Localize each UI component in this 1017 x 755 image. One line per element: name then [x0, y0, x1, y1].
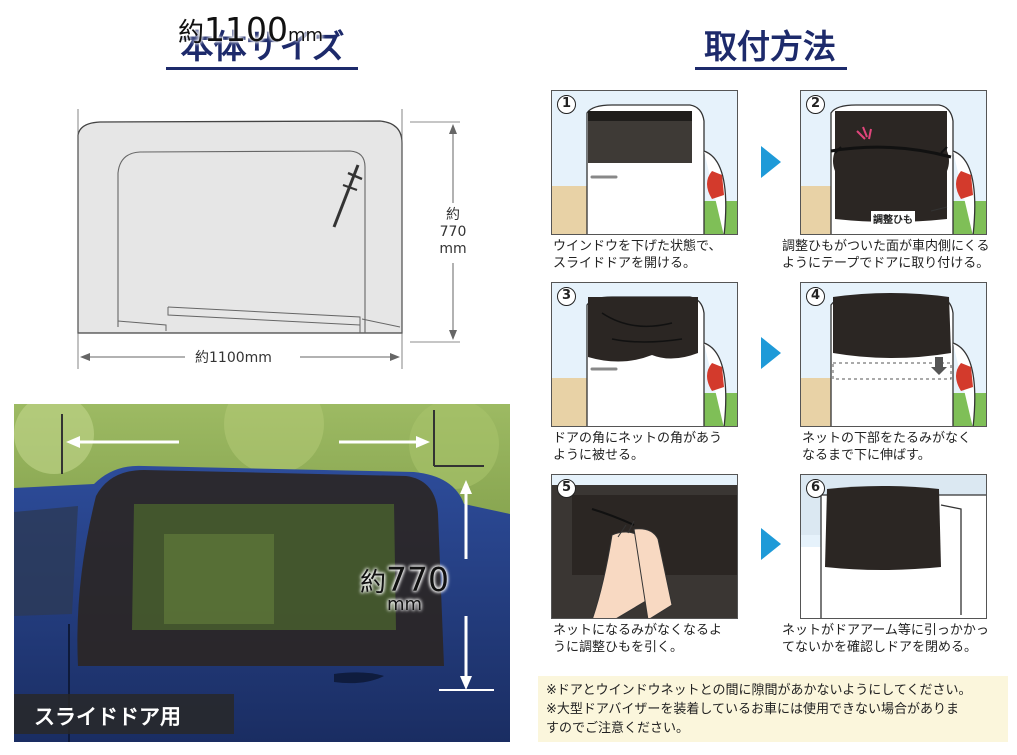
step-2-line-1: 調整ひもがついた面が車内側にくる — [782, 239, 990, 254]
step-3-illustration: 3 — [551, 282, 738, 427]
step-1-text: ウインドウを下げた状態で、 スライドドアを開ける。 — [553, 238, 793, 272]
step-4-text: ネットの下部をたるみがなく なるまで下に伸ばす。 — [802, 430, 1017, 464]
step-2-number: 2 — [806, 95, 825, 114]
step-1-line-1: ウインドウを下げた状態で、 — [553, 239, 722, 254]
step-6-line-2: てないかを確認しドアを閉める。 — [782, 640, 978, 655]
step-3-text: ドアの角にネットの角があう ように被せる。 — [553, 430, 793, 464]
step-5-text: ネットになるみがなくなるよ うに調整ひもを引く。 — [553, 622, 793, 656]
size-heading: 本体サイズ — [180, 27, 345, 66]
photo-width-label: 約1100mm — [178, 10, 323, 49]
note-line-1: ※ドアとウインドウネットとの間に隙間があかないようにしてください。 — [546, 683, 972, 698]
arrow-5-6 — [761, 528, 781, 560]
step-2-line-2: ようにテープでドアに取り付ける。 — [782, 256, 990, 271]
arrow-1-2 — [761, 146, 781, 178]
adjust-string-callout: 調整ひも — [871, 211, 915, 226]
step-1-illustration: 1 — [551, 90, 738, 235]
step-1-number: 1 — [557, 95, 576, 114]
step-3-line-2: ように被せる。 — [553, 448, 645, 463]
step-4-line-2: なるまで下に伸ばす。 — [802, 448, 931, 463]
diagram-height-label: 約 770 mm — [432, 207, 474, 258]
step-4-number: 4 — [806, 287, 825, 306]
photo-height-value: 770 — [386, 560, 450, 599]
step-5-line-1: ネットになるみがなくなるよ — [553, 623, 723, 638]
step-1-line-2: スライドドアを開ける。 — [553, 256, 697, 271]
step-5-number: 5 — [557, 479, 576, 498]
height-unit: mm — [439, 241, 467, 257]
step-3-number: 3 — [557, 287, 576, 306]
step-2-illustration: 2 調整ひも — [800, 90, 987, 235]
size-heading-underline — [166, 67, 358, 70]
caution-notes: ※ドアとウインドウネットとの間に隙間があかないようにしてください。 ※大型ドアバ… — [538, 676, 1008, 742]
step-2-text: 調整ひもがついた面が車内側にくる ようにテープでドアに取り付ける。 — [782, 238, 1017, 272]
step-4-illustration: 4 — [800, 282, 987, 427]
photo-height-prefix: 約 — [360, 568, 387, 598]
photo-width-value: 1100 — [204, 10, 288, 49]
step-6-number: 6 — [806, 479, 825, 498]
photo-height-label: 約770 mm — [360, 563, 449, 614]
height-value: 770 — [439, 224, 467, 240]
diagram-width-label: 約1100mm — [195, 350, 272, 366]
step-6-text: ネットがドアアーム等に引っかかっ てないかを確認しドアを閉める。 — [782, 622, 1017, 656]
step-5-illustration: 5 — [551, 474, 738, 619]
step-3-line-1: ドアの角にネットの角があう — [553, 431, 723, 446]
note-line-2: ※大型ドアバイザーを装着しているお車には使用できない場合がありま — [546, 702, 959, 717]
step-6-line-1: ネットがドアアーム等に引っかかっ — [782, 623, 989, 638]
height-prefix: 約 — [446, 207, 460, 223]
arrow-3-4 — [761, 337, 781, 369]
car-photo — [14, 404, 510, 742]
size-diagram: 約1100mm 約 770 mm — [60, 95, 520, 395]
photo-width-prefix: 約 — [178, 18, 205, 48]
step-4-line-1: ネットの下部をたるみがなく — [802, 431, 972, 446]
photo-height-unit: mm — [386, 594, 423, 615]
slide-door-badge: スライドドア用 — [14, 694, 234, 734]
photo-width-unit: mm — [288, 25, 324, 46]
step-5-line-2: うに調整ひもを引く。 — [553, 640, 684, 655]
note-line-3: すのでご注意ください。 — [546, 721, 690, 736]
step-6-illustration: 6 — [800, 474, 987, 619]
install-heading: 取付方法 — [704, 27, 836, 66]
install-heading-underline — [695, 67, 847, 70]
